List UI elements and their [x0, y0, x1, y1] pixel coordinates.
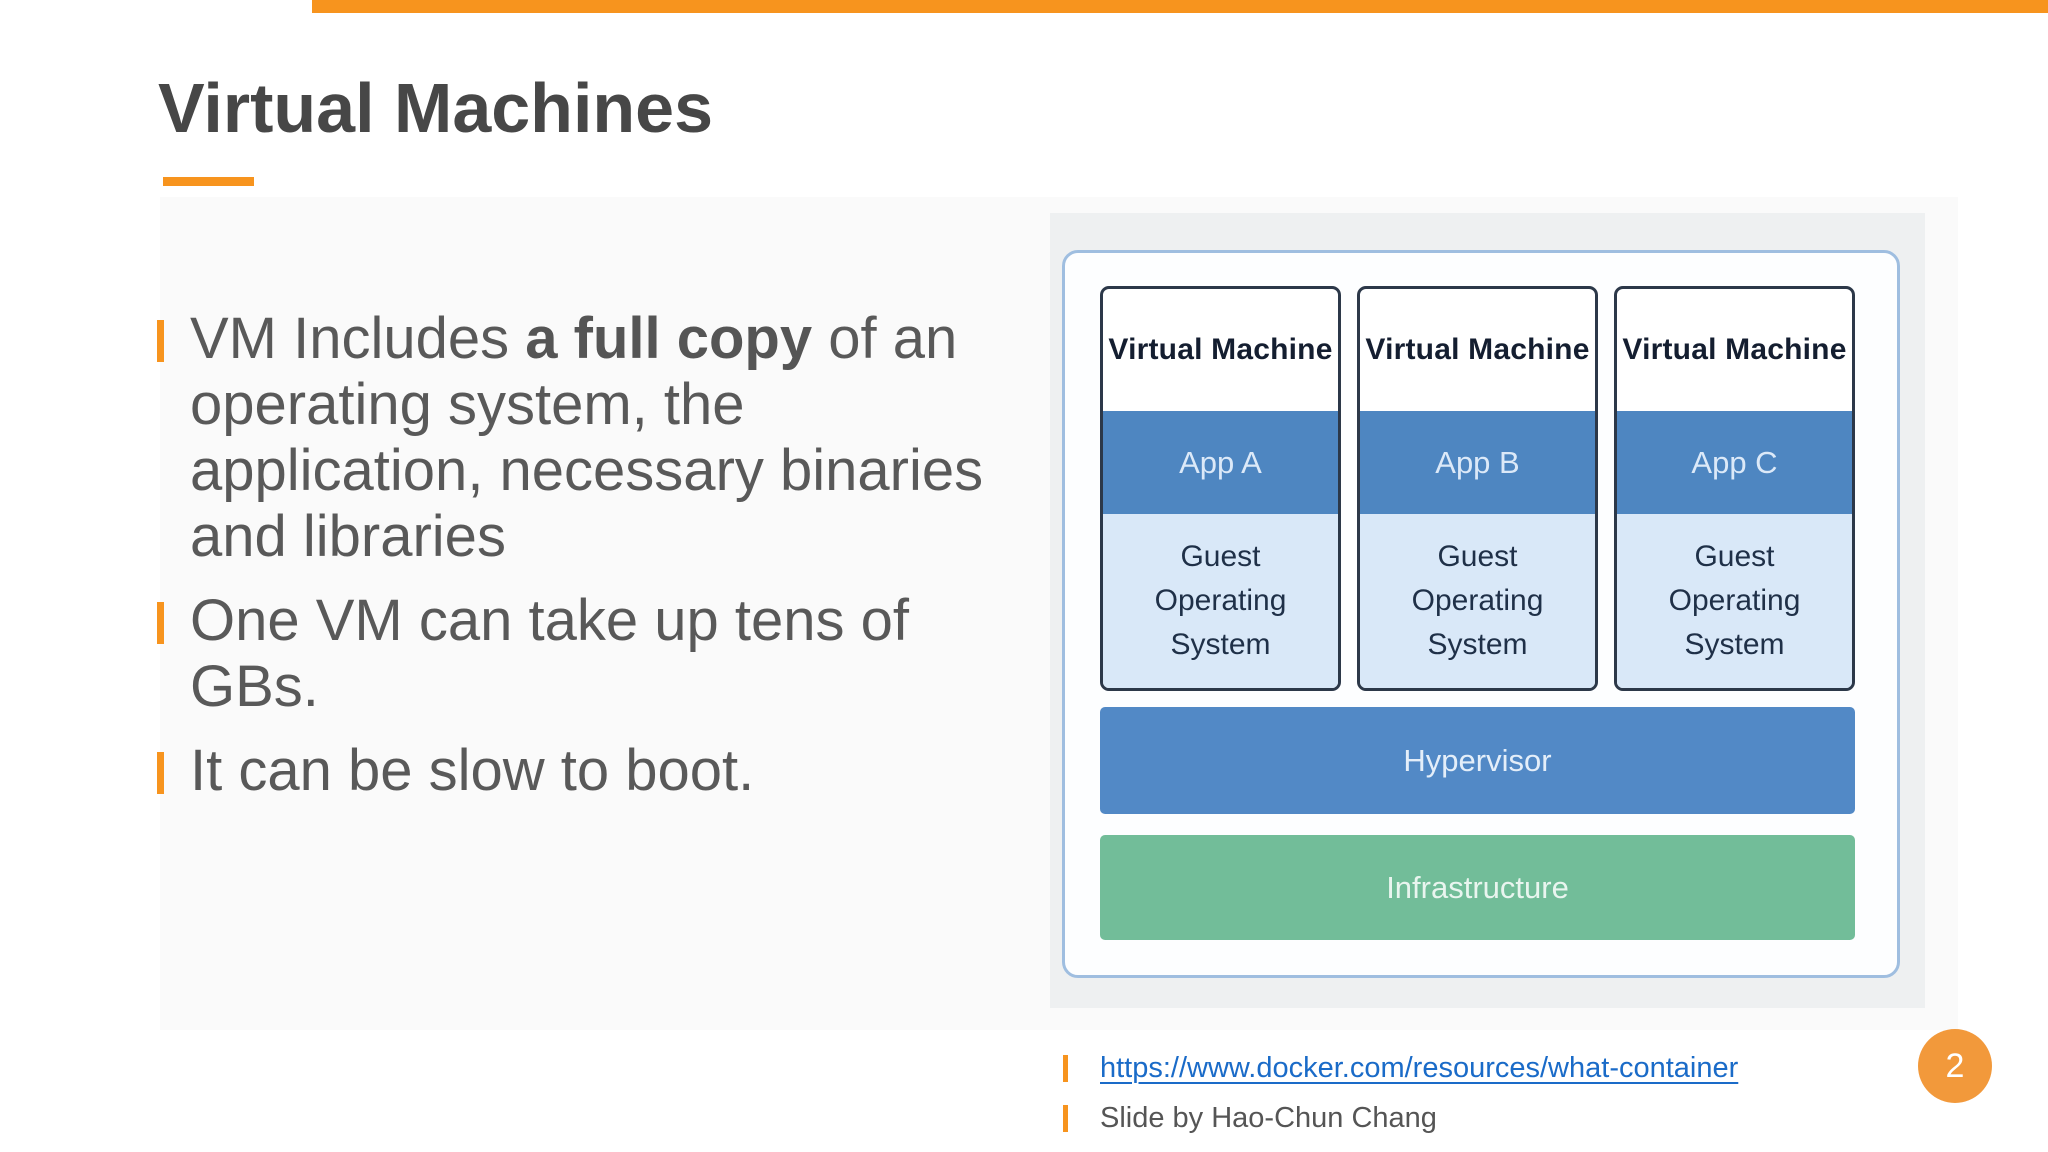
guest-os-label: Guest Operating System — [1411, 540, 1544, 661]
slide-credit: Slide by Hao-Chun Chang — [1100, 1102, 1437, 1134]
app-b-band: App B — [1360, 411, 1595, 514]
page-title: Virtual Machines — [158, 69, 714, 147]
vm-title-label: Virtual Machine — [1622, 333, 1847, 366]
bullet-item: One VM can take up tens of GBs. — [157, 588, 1037, 720]
docker-resource-link[interactable]: https://www.docker.com/resources/what-co… — [1100, 1052, 1739, 1084]
guest-os-label: Guest Operating System — [1154, 540, 1287, 661]
bullet-text-bold: a full copy — [525, 306, 813, 371]
bullet-tick-icon — [1063, 1055, 1068, 1082]
guest-os-box: Guest Operating System — [1617, 514, 1852, 688]
vm-diagram-container: Virtual Machine App A Guest Operating Sy… — [1062, 250, 1900, 978]
reference-credit-row: Slide by Hao-Chun Chang — [1063, 1096, 1863, 1140]
vm-box-a: Virtual Machine App A Guest Operating Sy… — [1100, 286, 1341, 691]
bullet-item: VM Includes a full copy of an operating … — [157, 306, 1037, 570]
top-accent-bar — [312, 0, 2048, 13]
page-number-badge: 2 — [1918, 1029, 1992, 1103]
bullet-list: VM Includes a full copy of an operating … — [157, 306, 1037, 822]
bullet-tick-icon — [157, 602, 164, 644]
references: https://www.docker.com/resources/what-co… — [1063, 1046, 1863, 1146]
guest-os-box: Guest Operating System — [1103, 514, 1338, 688]
bullet-text: One VM can take up tens of GBs. — [190, 588, 909, 719]
bullet-tick-icon — [157, 752, 164, 794]
guest-os-label: Guest Operating System — [1668, 540, 1801, 661]
vm-title-label: Virtual Machine — [1365, 333, 1590, 366]
bullet-item: It can be slow to boot. — [157, 738, 1037, 804]
page-number: 2 — [1945, 1046, 1965, 1085]
guest-os-box: Guest Operating System — [1360, 514, 1595, 688]
vm-boxes-row: Virtual Machine App A Guest Operating Sy… — [1100, 286, 1855, 691]
bullet-tick-icon — [1063, 1105, 1068, 1132]
app-a-band: App A — [1103, 411, 1338, 514]
bullet-text: of an operating system, the application,… — [190, 306, 984, 569]
hypervisor-bar: Hypervisor — [1100, 707, 1855, 814]
app-c-band: App C — [1617, 411, 1852, 514]
reference-link-row: https://www.docker.com/resources/what-co… — [1063, 1046, 1863, 1090]
bullet-tick-icon — [157, 320, 164, 362]
infrastructure-bar: Infrastructure — [1100, 835, 1855, 940]
title-underline — [163, 177, 254, 186]
vm-title-label: Virtual Machine — [1108, 333, 1333, 366]
bullet-text: It can be slow to boot. — [190, 738, 755, 803]
vm-box-c: Virtual Machine App C Guest Operating Sy… — [1614, 286, 1855, 691]
vm-box-b: Virtual Machine App B Guest Operating Sy… — [1357, 286, 1598, 691]
bullet-text: VM Includes — [190, 306, 526, 371]
